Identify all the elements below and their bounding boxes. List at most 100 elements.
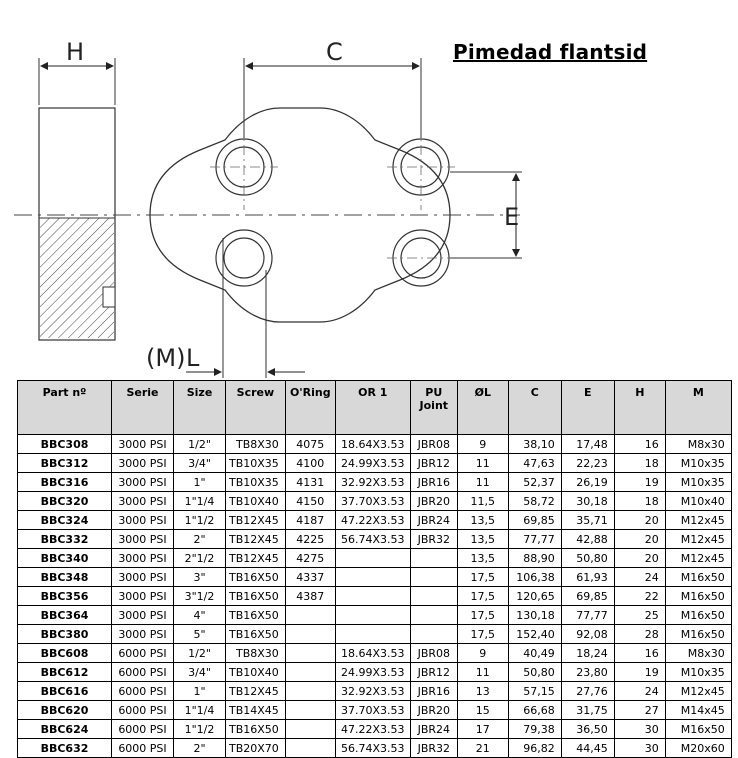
table-cell: TB10X35 bbox=[225, 453, 286, 473]
table-cell: 79,38 bbox=[507, 719, 562, 739]
table-cell: 4100 bbox=[284, 453, 336, 473]
table-cell: 47.22X3.53 bbox=[334, 719, 411, 739]
table-cell: 3000 PSI bbox=[111, 624, 174, 644]
table-cell: JBR12 bbox=[409, 453, 458, 473]
table-cell: 24 bbox=[613, 567, 666, 587]
table-cell: 18.64X3.53 bbox=[334, 643, 411, 663]
table-cell: 3" bbox=[173, 567, 226, 587]
table-cell: M16x50 bbox=[664, 624, 732, 644]
table-cell: 50,80 bbox=[507, 662, 562, 682]
table-cell: TB16X50 bbox=[225, 624, 286, 644]
table-cell: 52,37 bbox=[507, 472, 562, 492]
table-cell bbox=[409, 624, 458, 644]
table-cell: 17,5 bbox=[456, 605, 509, 625]
side-view: H bbox=[38, 38, 116, 341]
table-cell: M8x30 bbox=[664, 643, 732, 663]
table-cell: BBC308 bbox=[17, 434, 112, 454]
table-cell: 4225 bbox=[284, 529, 336, 549]
table-cell bbox=[284, 681, 336, 701]
table-cell: BBC312 bbox=[17, 453, 112, 473]
table-cell: 22,23 bbox=[560, 453, 615, 473]
table-cell: 4275 bbox=[284, 548, 336, 568]
table-cell: M16x50 bbox=[664, 567, 732, 587]
table-cell: TB12X45 bbox=[225, 548, 286, 568]
column-header: H bbox=[613, 380, 666, 435]
table-cell: 92,08 bbox=[560, 624, 615, 644]
table-cell: 6000 PSI bbox=[111, 662, 174, 682]
table-cell: 37.70X3.53 bbox=[334, 491, 411, 511]
table-cell: 11 bbox=[456, 662, 509, 682]
table-cell: 3000 PSI bbox=[111, 567, 174, 587]
column-header: O'Ring bbox=[284, 380, 336, 435]
table-cell: JBR32 bbox=[409, 738, 458, 758]
table-cell: 3000 PSI bbox=[111, 434, 174, 454]
table-cell: 50,80 bbox=[560, 548, 615, 568]
table-cell: 1"1/4 bbox=[173, 491, 226, 511]
front-view: C E (M) L bbox=[146, 38, 522, 378]
table-cell: 37.70X3.53 bbox=[334, 700, 411, 720]
table-cell: 88,90 bbox=[507, 548, 562, 568]
column-header: M bbox=[664, 380, 732, 435]
table-cell: 15 bbox=[456, 700, 509, 720]
table-cell: 19 bbox=[613, 662, 666, 682]
table-cell: 3000 PSI bbox=[111, 453, 174, 473]
table-cell: 106,38 bbox=[507, 567, 562, 587]
table-cell: 25 bbox=[613, 605, 666, 625]
table-cell: 31,75 bbox=[560, 700, 615, 720]
table-cell: BBC340 bbox=[17, 548, 112, 568]
table-cell: 18 bbox=[613, 491, 666, 511]
table-cell bbox=[284, 605, 336, 625]
table-cell: 4187 bbox=[284, 510, 336, 530]
table-cell: 13,5 bbox=[456, 548, 509, 568]
table-cell bbox=[334, 548, 411, 568]
table-cell: 3/4" bbox=[173, 662, 226, 682]
table-cell bbox=[284, 738, 336, 758]
table-cell: 44,45 bbox=[560, 738, 615, 758]
table-cell: JBR24 bbox=[409, 510, 458, 530]
table-cell: 3000 PSI bbox=[111, 491, 174, 511]
table-cell bbox=[284, 719, 336, 739]
table-cell: 32.92X3.53 bbox=[334, 681, 411, 701]
column-header: OR 1 bbox=[334, 380, 411, 435]
table-cell: 1"1/2 bbox=[173, 510, 226, 530]
table-cell: TB12X45 bbox=[225, 681, 286, 701]
table-cell: 56.74X3.53 bbox=[334, 529, 411, 549]
table-cell: 61,93 bbox=[560, 567, 615, 587]
table-cell: 6000 PSI bbox=[111, 700, 174, 720]
table-cell: BBC348 bbox=[17, 567, 112, 587]
table-cell: 6000 PSI bbox=[111, 681, 174, 701]
table-cell: 3000 PSI bbox=[111, 472, 174, 492]
table-cell: 28 bbox=[613, 624, 666, 644]
table-cell bbox=[334, 624, 411, 644]
table-cell: JBR16 bbox=[409, 472, 458, 492]
table-cell bbox=[284, 700, 336, 720]
table-cell: 4150 bbox=[284, 491, 336, 511]
table-cell: 11 bbox=[456, 472, 509, 492]
table-cell: 13,5 bbox=[456, 529, 509, 549]
column-header: Serie bbox=[111, 380, 174, 435]
table-cell: M14x45 bbox=[664, 700, 732, 720]
table-cell: 5" bbox=[173, 624, 226, 644]
table-cell: 42,88 bbox=[560, 529, 615, 549]
table-cell bbox=[409, 586, 458, 606]
dim-h-label: H bbox=[66, 38, 84, 66]
table-cell: 18 bbox=[613, 453, 666, 473]
table-cell: BBC612 bbox=[17, 662, 112, 682]
table-cell: TB16X50 bbox=[225, 567, 286, 587]
table-cell: 69,85 bbox=[560, 586, 615, 606]
table-cell: 3000 PSI bbox=[111, 548, 174, 568]
table-cell: 20 bbox=[613, 529, 666, 549]
table-cell: 27,76 bbox=[560, 681, 615, 701]
table-cell: 23,80 bbox=[560, 662, 615, 682]
table-cell: 6000 PSI bbox=[111, 643, 174, 663]
